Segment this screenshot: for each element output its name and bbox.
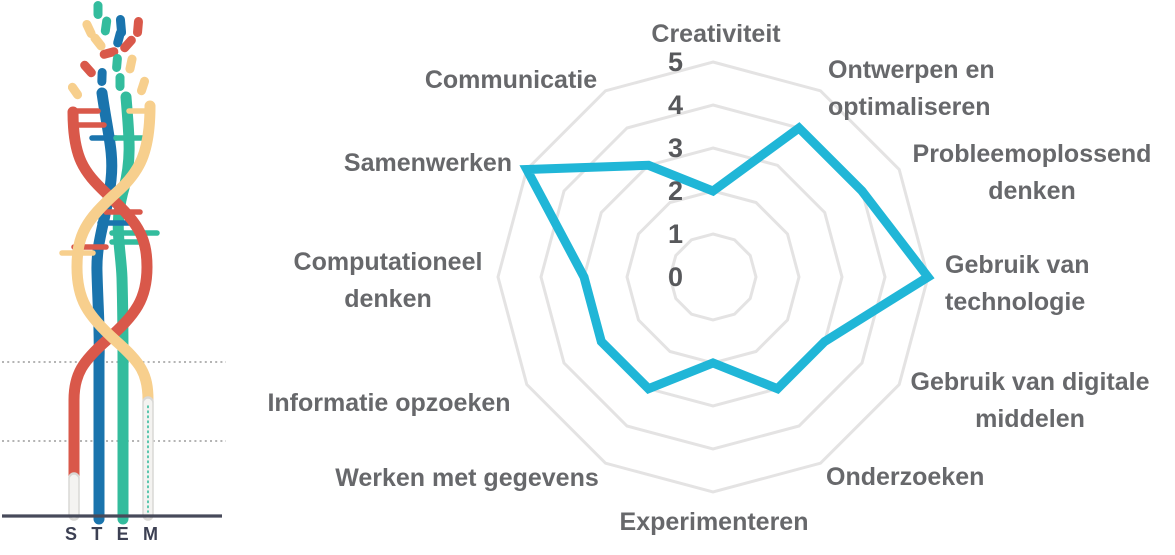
axis-label-communicatie: Communicatie xyxy=(424,66,598,94)
axis-label-onderzoeken: Onderzoeken xyxy=(826,463,985,491)
logo-letter: S xyxy=(65,524,78,544)
radial-scale-tick: 5 xyxy=(667,46,683,77)
axis-label-experimenteren: Experimenteren xyxy=(619,508,809,536)
axis-label-werken-met-gegevens: Werken met gegevens xyxy=(335,464,599,492)
radial-scale-tick: 2 xyxy=(667,175,683,206)
logo-letter: T xyxy=(91,524,103,544)
scatter-pills xyxy=(67,1,150,100)
axis-label-informatie-opzoeken: Informatie opzoeken xyxy=(267,389,511,417)
radial-scale-tick: 0 xyxy=(667,261,683,292)
radial-scale-tick: 4 xyxy=(667,89,683,120)
strand-white-tips xyxy=(68,396,154,521)
axis-label-gebruik-van-digitale-middelen: Gebruik van digitale middelen xyxy=(910,368,1150,433)
grid-ring xyxy=(582,146,844,408)
logo-dashed-guide-lines xyxy=(2,361,226,442)
axis-label-ontwerpen-en-optimaliseren: Ontwerpen en optimaliseren xyxy=(828,56,995,121)
helix-strand-red xyxy=(67,106,153,520)
grid-ring xyxy=(668,232,758,322)
grid-ring xyxy=(496,60,930,494)
stem-logo xyxy=(2,1,226,525)
helix-strand-yellow xyxy=(71,100,156,520)
dna-helix xyxy=(59,87,160,525)
logo-letter: E xyxy=(116,524,129,544)
radial-scale-tick: 3 xyxy=(667,132,683,163)
axis-label-gebruik-van-technologie: Gebruik van technologie xyxy=(945,251,1090,316)
axis-label-computationeel-denken: Computationeel denken xyxy=(293,248,483,313)
axis-label-creativiteit: Creativiteit xyxy=(651,20,781,48)
data-series-polygon xyxy=(519,122,935,394)
radial-scale-tick: 1 xyxy=(667,218,683,249)
axis-label-samenwerken: Samenwerken xyxy=(343,149,513,177)
logo-letter: M xyxy=(142,524,158,544)
logo-wordmark: S T E M xyxy=(65,524,158,545)
axis-label-probleemoplossend-denken: Probleemoplossend denken xyxy=(912,140,1152,205)
